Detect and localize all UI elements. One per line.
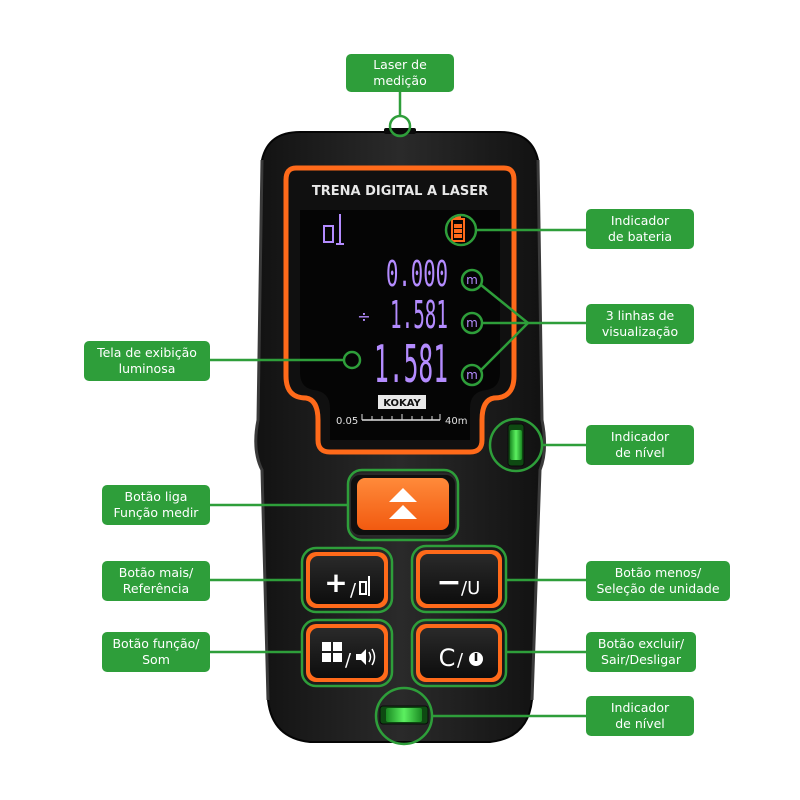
function-suffix: /: [345, 650, 352, 671]
callout-function: Botão função/ Som: [102, 632, 210, 672]
callout-function-line1: Botão função/: [112, 636, 200, 651]
side-level-vial: [507, 423, 525, 467]
clear-power-button[interactable]: C /: [416, 624, 502, 682]
callout-plus-line1: Botão mais/: [118, 565, 194, 580]
callout-power-line2: Função medir: [113, 505, 199, 520]
unit-label-1: m: [466, 273, 478, 287]
clear-symbol: C: [439, 644, 456, 672]
readout-line-1: 0.000: [386, 254, 448, 295]
unit-label-3: m: [466, 368, 478, 382]
callout-clear: Botão excluir/ Sair/Desligar: [586, 632, 696, 672]
function-sound-button[interactable]: /: [306, 624, 388, 682]
callout-side-level: Indicador de nível: [586, 425, 694, 465]
plus-symbol: +: [324, 566, 347, 599]
callout-leaders: [208, 92, 586, 746]
callout-level-side-line2: de nível: [615, 445, 665, 460]
callout-screen-line2: luminosa: [118, 361, 176, 376]
callout-laser-line1: Laser de: [373, 57, 427, 72]
brand-plate: [378, 395, 426, 409]
screen-title: TRENA DIGITAL A LASER: [312, 184, 488, 199]
unit-label-2: m: [466, 316, 478, 330]
callout-bottom-level: Indicador de nível: [586, 696, 694, 736]
callout-battery: Indicador de bateria: [586, 209, 694, 249]
reference-rear-icon: [323, 214, 344, 245]
bottom-level-vial: [379, 705, 429, 725]
callout-battery-line2: de bateria: [607, 229, 673, 244]
scale-min-label: 0.05: [336, 416, 358, 427]
callout-power-line1: Botão liga: [124, 489, 188, 504]
reference-icon: [359, 576, 370, 596]
callout-clear-line2: Sair/Desligar: [601, 652, 681, 667]
callout-minus: Botão menos/ Seleção de unidade: [586, 561, 730, 601]
callout-function-line2: Som: [142, 652, 170, 667]
callout-level-bottom-line2: de nível: [615, 716, 665, 731]
callout-laser: Laser de medição: [346, 54, 454, 92]
double-chevron-up-icon: [389, 488, 417, 502]
grid-icon: [322, 642, 342, 662]
callout-power-measure: Botão liga Função medir: [102, 485, 210, 525]
callout-plus: Botão mais/ Referência: [102, 561, 210, 601]
minus-symbol: −: [436, 565, 461, 600]
callout-level-side-line1: Indicador: [610, 429, 670, 444]
operator-symbol: ÷: [357, 307, 370, 326]
callout-screen: Tela de exibição luminosa: [84, 341, 210, 381]
readout-line-2: 1.581: [390, 293, 448, 337]
callout-laser-line2: medição: [373, 73, 427, 88]
power-icon: [469, 652, 483, 666]
callout-display-lines: 3 linhas de visualização: [586, 304, 694, 344]
callout-battery-line1: Indicador: [610, 213, 670, 228]
callout-screen-line1: Tela de exibição: [97, 345, 197, 360]
plus-suffix: /: [350, 580, 357, 601]
callout-minus-line2: Seleção de unidade: [596, 581, 720, 596]
measure-button[interactable]: [349, 473, 457, 537]
minus-suffix: /U: [461, 578, 480, 599]
callout-plus-line2: Referência: [122, 581, 190, 596]
callout-level-bottom-line1: Indicador: [610, 700, 670, 715]
readout-line-3: 1.581: [374, 335, 448, 395]
scale-max-label: 40m: [445, 416, 467, 427]
battery-icon: [451, 215, 465, 242]
minus-unit-button[interactable]: − /U: [416, 550, 502, 608]
scale-bar: [361, 414, 441, 421]
clear-suffix: /: [457, 650, 464, 671]
callout-lines-line1: 3 linhas de: [605, 308, 675, 323]
brand-logo: KOKAY: [383, 398, 421, 409]
speaker-icon: [356, 648, 376, 666]
callout-lines-line2: visualização: [601, 324, 679, 339]
callout-minus-line1: Botão menos/: [614, 565, 702, 580]
lcd-screen: [300, 210, 500, 440]
plus-reference-button[interactable]: + /: [306, 552, 388, 608]
callout-clear-line1: Botão excluir/: [597, 636, 685, 651]
